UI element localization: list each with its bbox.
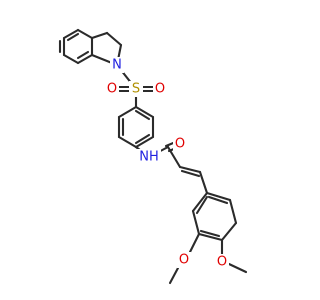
atom-s-sulfonyl: S — [129, 81, 143, 97]
bond-line — [105, 31, 123, 47]
atom-label-s: S — [132, 82, 140, 97]
bond-line — [228, 198, 238, 225]
bond-line — [62, 53, 80, 65]
bond-line — [191, 209, 201, 236]
bond-line — [205, 191, 232, 202]
atom-label-nh: NH — [139, 150, 159, 165]
atom-o-sulfonyl-right: O — [153, 81, 167, 97]
bond-line — [76, 53, 94, 65]
bond-line — [66, 32, 80, 42]
atom-n-indoline: N — [110, 57, 124, 73]
bond-line — [166, 145, 182, 169]
atom-label-layer: N S O O NH O O O — [105, 57, 229, 270]
atom-o-sulfonyl-left: O — [105, 81, 119, 97]
atom-label-o: O — [217, 255, 227, 270]
bond-line — [191, 191, 209, 213]
bond-line — [207, 195, 229, 205]
bond-line — [188, 232, 201, 254]
bond-line — [117, 135, 138, 149]
bond-line — [168, 266, 180, 285]
bond-line — [134, 109, 151, 121]
bond-line — [134, 135, 155, 149]
atom-o-amide: O — [173, 136, 187, 152]
bond-line — [76, 28, 94, 40]
bond-line — [134, 105, 155, 119]
bond-line — [198, 170, 209, 195]
bond-line — [62, 28, 80, 40]
atom-label-o: O — [175, 137, 185, 152]
bond-line — [117, 105, 138, 119]
bond-line — [180, 169, 201, 178]
bond-line — [197, 232, 224, 242]
bond-line — [195, 195, 209, 215]
bond-line — [134, 133, 151, 145]
bond-line — [178, 165, 202, 174]
atom-nh-amide: NH — [137, 149, 161, 165]
atom-label-o: O — [155, 82, 165, 97]
bond-line — [90, 31, 109, 40]
atom-label-n: N — [112, 58, 122, 73]
atom-o-methoxy-3: O — [177, 252, 191, 268]
bond-line — [199, 229, 221, 238]
chemical-structure: N S O O NH O O O — [58, 28, 248, 285]
bond-line — [76, 50, 90, 60]
bond-line — [220, 221, 238, 242]
atom-label-o: O — [179, 253, 189, 268]
bond-line — [227, 262, 248, 274]
atom-o-methoxy-4: O — [215, 254, 229, 270]
atom-label-o: O — [107, 82, 117, 97]
